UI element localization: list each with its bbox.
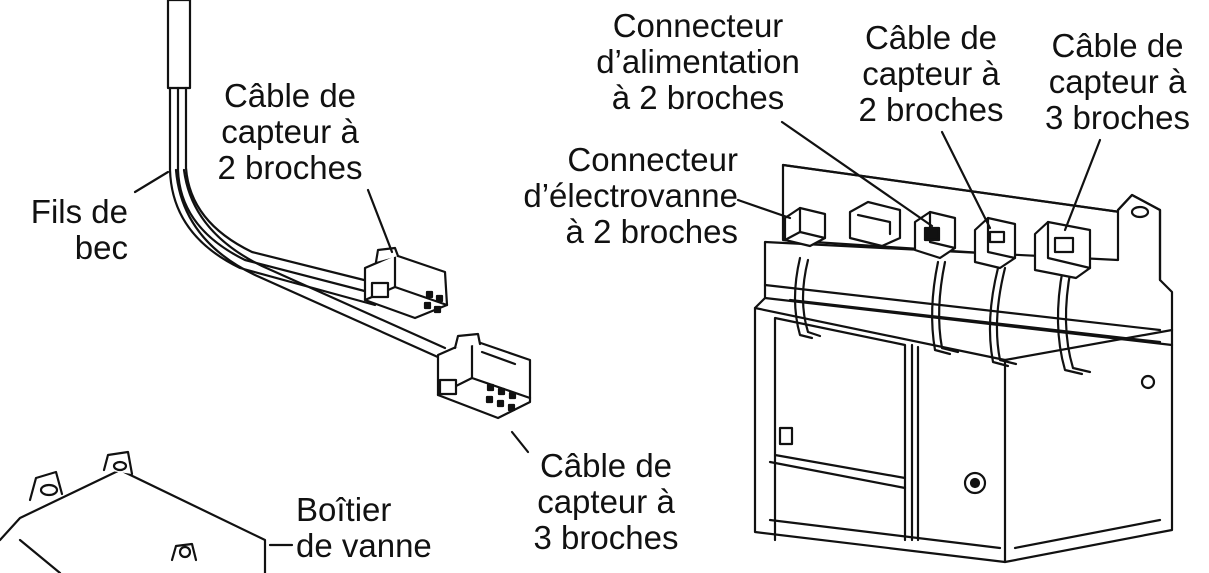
leader-power-connector (780, 120, 934, 228)
label-line: de vanne (296, 527, 432, 564)
label-line: Câble de (223, 77, 357, 114)
label-line: bec (74, 229, 128, 266)
valve-box (0, 450, 267, 573)
leader-solenoid-connector (736, 198, 792, 220)
control-board-housing (753, 163, 1174, 564)
label-line: capteur à (1048, 63, 1187, 100)
leader-sensor-2pin-right (940, 130, 992, 230)
leader-lines (133, 120, 1102, 547)
label-sensor-cable-2pin-left: Câble de capteur à 2 broches (200, 78, 380, 186)
leader-spout-wires (133, 170, 170, 194)
leader-sensor-2pin-left (366, 188, 394, 254)
label-line: Câble de (864, 19, 998, 56)
label-line: Câble de (539, 447, 673, 484)
label-line: 2 broches (858, 91, 1004, 128)
label-line: capteur à (537, 483, 675, 520)
label-line: 2 broches (217, 149, 363, 186)
sensor-connector-3pin (436, 332, 532, 420)
label-power-connector: Connecteur d’alimentation à 2 broches (578, 8, 818, 116)
spout-wires (166, 0, 447, 360)
label-line: Câble de (1051, 27, 1184, 64)
label-sensor-cable-3pin-bottom: Câble de capteur à 3 broches (512, 448, 700, 556)
label-line: d’électrovanne (523, 177, 738, 214)
leader-sensor-3pin-bottom (510, 430, 530, 454)
label-line: Connecteur (612, 7, 784, 44)
label-line: 3 broches (1045, 99, 1190, 136)
leader-sensor-3pin-right (1063, 138, 1102, 232)
label-line: capteur à (221, 113, 359, 150)
label-solenoid-connector: Connecteur d’électrovanne à 2 broches (480, 142, 738, 250)
label-sensor-cable-3pin-right: Câble de capteur à 3 broches (1030, 28, 1205, 136)
label-line: à 2 broches (611, 79, 785, 116)
label-sensor-cable-2pin-right: Câble de capteur à 2 broches (840, 20, 1022, 128)
label-line: Fils de (30, 193, 128, 230)
sensor-connector-2pin (363, 246, 449, 320)
label-line: Connecteur (567, 141, 738, 178)
label-line: 3 broches (533, 519, 679, 556)
label-spout-wires: Fils de bec (18, 194, 128, 266)
label-line: à 2 broches (565, 213, 738, 250)
label-valve-box: Boîtier de vanne (296, 492, 466, 564)
label-line: capteur à (862, 55, 1000, 92)
label-line: d’alimentation (596, 43, 800, 80)
label-line: Boîtier (296, 491, 392, 528)
